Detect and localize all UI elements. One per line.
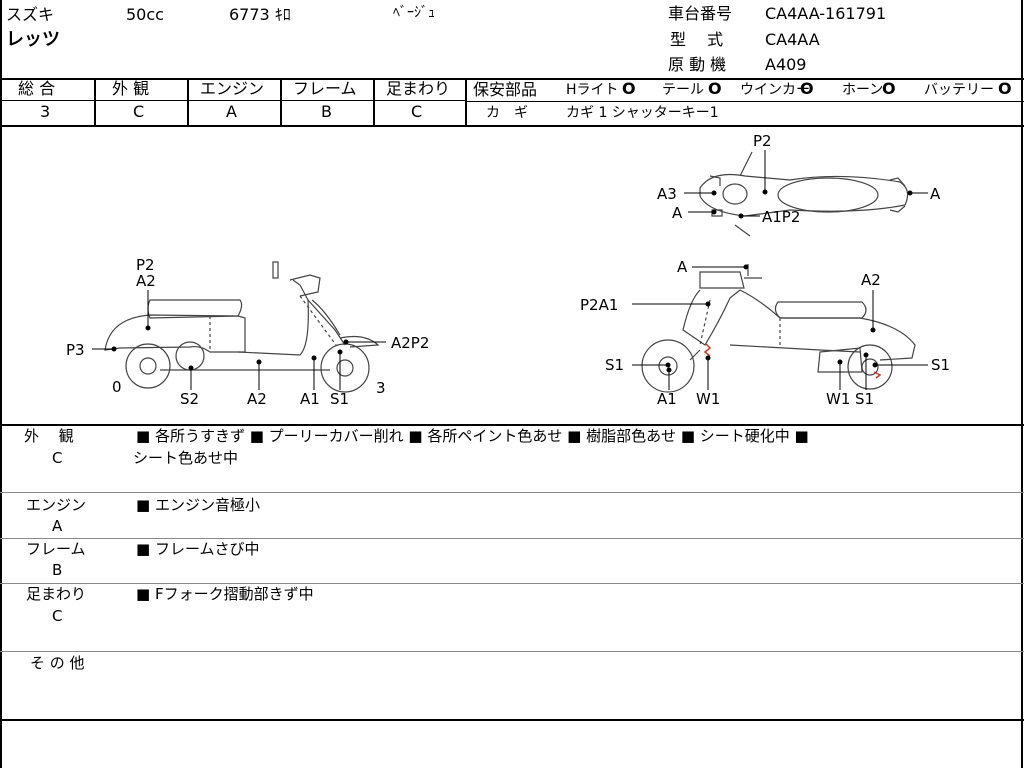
label-left-p3: P3 [66,341,85,359]
safety-mark-horn: O [882,79,896,98]
grade-col-2 [187,79,189,126]
scooter-side-right [641,264,916,393]
scooter-side-left [104,261,380,393]
key-value: カギ 1 シャッターキー1 [566,105,719,121]
color: ﾍﾞｰｼﾞｭ [393,5,435,21]
damage-diagram: P2 A2 P3 A2P2 0 S2 A2 A1 S1 3 P2 A3 A A … [66,132,950,408]
label-left-a2-bottom: A2 [247,390,267,408]
label-left-s1: S1 [330,390,349,408]
safety-mark-tail: O [708,79,722,98]
grade-bottom-rule [0,125,1024,127]
type-label: 型 式 [670,30,724,49]
label-left-mileage-start: 0 [112,378,122,396]
safety-mark-battery: O [998,79,1012,98]
notes-rule-3 [0,583,1024,584]
grade-col-4 [373,79,375,126]
label-right-w1-rear: W1 [826,390,850,408]
note-frame-line1: ■ フレームさび中 [136,540,260,558]
label-top-a1p2: A1P2 [762,208,800,226]
safety-mark-headlight: O [622,79,636,98]
note-exterior-category: 外 観 [24,427,74,445]
bottom-rule [0,719,1024,721]
right-border [1021,0,1023,768]
label-top-a-left: A [672,204,683,222]
grade-value-suspension: C [411,102,423,121]
safety-label: 保安部品 [473,80,538,99]
label-top-p2: P2 [753,132,772,150]
safety-mark-winker: O [800,79,814,98]
note-engine-line1: ■ エンジン音極小 [136,496,260,514]
left-border [0,0,2,768]
grade-label-frame: フレーム [293,79,357,98]
grade-value-engine: A [226,102,237,121]
label-right-p2a1: P2A1 [580,296,618,314]
label-right-s1-left: S1 [605,356,624,374]
label-right-s1-right: S1 [931,356,950,374]
grade-col-3 [280,79,282,126]
notes-top-rule [0,424,1024,426]
grade-value-exterior: C [133,102,145,121]
note-exterior-line1: ■ 各所うすきず ■ プーリーカバー削れ ■ 各所ペイント色あせ ■ 樹脂部色あ… [136,427,809,445]
key-rule [466,101,1024,102]
label-right-a: A [677,258,688,276]
mileage: 6773 ｷﾛ [229,5,291,24]
note-engine-category: エンジン [26,496,87,514]
model-name: レッツ [6,29,60,50]
safety-item-horn: ホーン [842,82,884,98]
engine-label: 原 動 機 [668,55,727,74]
label-left-a1: A1 [300,390,320,408]
label-left-p2: P2 [136,256,155,274]
label-top-a-right: A [930,185,941,203]
grade-label-suspension: 足まわり [386,79,451,98]
safety-item-battery: バッテリー [924,82,994,98]
scooter-top-view [699,151,909,237]
note-exterior-grade: C [52,449,63,467]
label-right-a1: A1 [657,390,677,408]
notes-rule-1 [0,492,1024,493]
maker-name: スズキ [6,5,55,24]
grade-label-total: 総 合 [18,79,56,98]
type-value: CA4AA [765,30,820,49]
grade-col-5 [465,79,467,126]
displacement: 50cc [126,5,164,24]
grade-top-rule [0,78,1024,80]
grade-label-engine: エンジン [200,79,265,98]
label-left-mileage-end: 3 [376,379,386,397]
note-exterior-line2: シート色あせ中 [133,449,239,467]
label-top-a3: A3 [657,185,677,203]
note-suspension-line1: ■ Fフォーク摺動部きず中 [136,585,314,603]
grade-label-exterior: 外 観 [112,79,150,98]
chassis-value: CA4AA-161791 [765,4,887,23]
grade-value-frame: B [321,102,332,121]
label-right-a2: A2 [861,271,881,289]
note-suspension-grade: C [52,607,63,625]
safety-item-tail: テール [662,82,704,98]
chassis-label: 車台番号 [668,4,733,23]
label-left-a2p2: A2P2 [391,334,429,352]
note-frame-category: フレーム [26,540,86,558]
note-suspension-category: 足まわり [26,585,87,603]
safety-item-headlight: Hライト [566,82,619,98]
note-frame-grade: B [52,561,63,579]
note-engine-grade: A [52,517,63,535]
engine-value: A409 [765,55,807,74]
notes-rule-4 [0,651,1024,652]
grade-col-1 [94,79,96,126]
safety-item-winker: ウインカー [740,82,810,98]
key-label: カ ギ [486,105,528,121]
other-label: そ の 他 [30,654,85,672]
label-left-a2-top: A2 [136,272,156,290]
notes-rule-2 [0,538,1024,539]
label-right-w1-front: W1 [696,390,720,408]
label-right-s1-bottom: S1 [855,390,874,408]
grade-value-total: 3 [40,102,51,121]
grade-mid-rule [0,100,466,101]
label-left-s2: S2 [180,390,199,408]
